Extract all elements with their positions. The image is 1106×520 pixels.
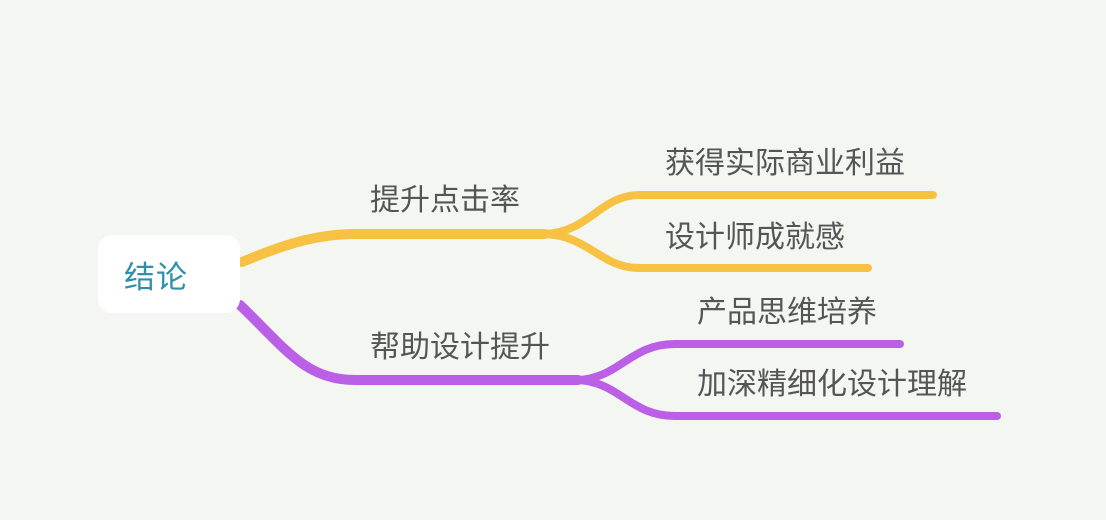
branch-2-node[interactable]: 帮助设计提升 [370,330,550,365]
branch-2-connector [235,300,583,385]
branch-1-child-2-node[interactable]: 设计师成就感 [665,220,845,255]
branch-2-child-1-connector [574,340,904,384]
root-node-label: 结论 [124,259,188,296]
root-node[interactable]: 结论 [98,235,240,313]
branch-1-node[interactable]: 提升点击率 [370,183,520,218]
branch-2-child-1-node[interactable]: 产品思维培养 [697,295,877,330]
branch-2-child-2-connector [574,376,1001,420]
branch-2-child-2-node[interactable]: 加深精细化设计理解 [697,367,967,402]
branch-1-connector [237,229,550,267]
branch-1-child-1-connector [541,191,937,238]
branch-1-child-1-node[interactable]: 获得实际商业利益 [665,146,905,181]
branch-1-child-2-connector [541,230,872,272]
